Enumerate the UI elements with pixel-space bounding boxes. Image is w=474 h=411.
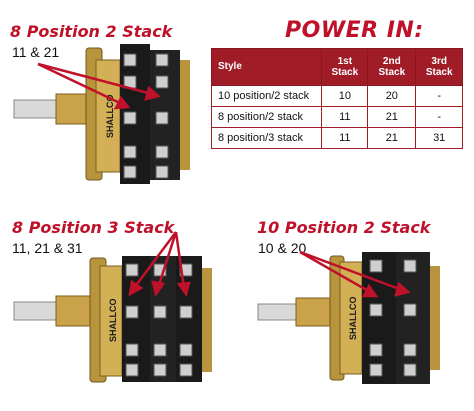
switch-2-body: SHALLCO <box>89 257 123 383</box>
header-style: Style <box>210 48 323 86</box>
row-1st-stack: 11 <box>321 106 369 128</box>
switch-2-title: 8 Position 3 Stack <box>12 218 175 237</box>
switch-1-wafers <box>120 44 190 184</box>
row-3rd-stack: - <box>415 85 463 107</box>
switch-1-brand-label: SHALLCO <box>105 95 115 139</box>
row-3rd-stack: 31 <box>415 127 463 149</box>
switch-2-terminals <box>125 263 193 377</box>
row-1st-stack: 11 <box>321 127 369 149</box>
switch-3-title: 10 Position 2 Stack <box>257 218 431 237</box>
switch-2-brand-label: SHALLCO <box>108 299 118 343</box>
switch-2-shaft <box>13 295 93 327</box>
row-style: 10 position/2 stack <box>210 85 323 107</box>
header-3rd-stack: 3rd Stack <box>415 48 463 86</box>
header-2nd-stack: 2nd Stack <box>367 48 417 86</box>
switch-1-shaft <box>13 93 87 125</box>
row-2nd-stack: 21 <box>367 127 417 149</box>
row-2nd-stack: 20 <box>367 85 417 107</box>
switch-2-wafers <box>122 256 212 382</box>
row-style: 8 position/2 stack <box>210 106 323 128</box>
switch-3-arrows <box>299 250 411 298</box>
row-1st-stack: 10 <box>321 85 369 107</box>
switch-1-body: SHALLCO <box>85 47 121 181</box>
power-in-title: POWER IN: <box>285 18 424 43</box>
switch-3-body: SHALLCO <box>329 255 363 381</box>
header-1st-stack: 1st Stack <box>321 48 369 86</box>
table-header-row: Style 1st Stack 2nd Stack 3rd Stack <box>210 48 463 86</box>
row-style: 8 position/3 stack <box>210 127 323 149</box>
row-3rd-stack: - <box>415 106 463 128</box>
switch-3-terminals: 10 & 20 <box>258 240 307 256</box>
switch-3-wafers <box>362 252 440 384</box>
switch-1-terminals: 11 & 21 <box>12 44 60 60</box>
table-row: 8 position/2 stack 11 21 - <box>210 106 463 128</box>
switch-3-brand-label: SHALLCO <box>348 297 358 341</box>
row-2nd-stack: 21 <box>367 106 417 128</box>
switch-2-arrows <box>128 231 191 297</box>
power-in-table: Style 1st Stack 2nd Stack 3rd Stack 10 p… <box>210 48 463 149</box>
switch-3-shaft <box>257 297 331 327</box>
switch-1-terminals <box>123 53 169 179</box>
switch-1-arrows <box>37 62 161 110</box>
table-row: 8 position/3 stack 11 21 31 <box>210 127 463 149</box>
switch-2-terminals: 11, 21 & 31 <box>12 240 83 256</box>
table-row: 10 position/2 stack 10 20 - <box>210 85 463 107</box>
switch-3-terminals <box>369 259 417 377</box>
switch-1-title: 8 Position 2 Stack <box>10 22 173 41</box>
